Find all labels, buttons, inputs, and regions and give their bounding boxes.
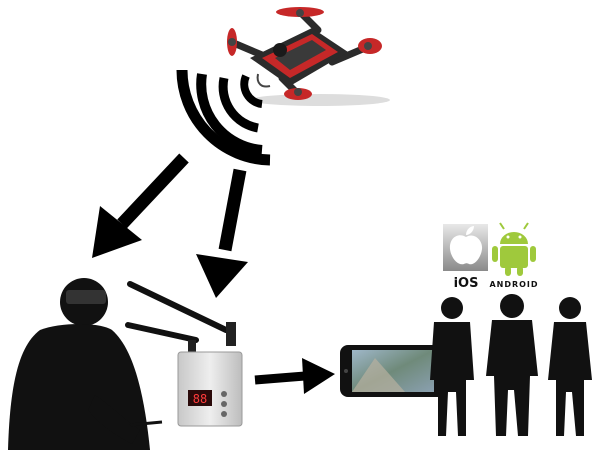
- android-robot-icon: [492, 222, 536, 276]
- ios-platform: iOS: [443, 224, 488, 291]
- wave-2: [218, 77, 259, 133]
- receiver-antenna-right: [125, 322, 199, 343]
- prop-front-right: [276, 7, 324, 17]
- quadcopter-drone: [227, 7, 390, 106]
- receiver-button-2: [221, 401, 227, 407]
- arrow-to-pilot: [92, 153, 189, 258]
- fpv-goggles-icon: [66, 290, 106, 304]
- video-receiver: 88: [125, 281, 243, 427]
- prop-rear-left: [284, 88, 312, 100]
- drone-props: [227, 7, 382, 100]
- drone-camera-icon: [273, 43, 287, 57]
- phone-screen-road: [352, 358, 405, 392]
- prop-front-left: [227, 28, 237, 56]
- wave-4: [176, 69, 271, 166]
- receiver-body: [177, 351, 243, 427]
- drone-shadow: [250, 94, 390, 106]
- drone-frame-center: [275, 40, 326, 70]
- pilot-with-goggles: [8, 278, 163, 450]
- ios-label: iOS: [454, 276, 479, 291]
- receiver-button-1: [221, 391, 227, 397]
- android-platform: ANDROID: [489, 222, 538, 289]
- radio-waves-icon: [176, 69, 271, 166]
- arrow-to-phone: [254, 358, 335, 394]
- phone-camera: [344, 369, 348, 373]
- drone-antenna: [256, 73, 271, 88]
- receiver-button-3: [221, 411, 227, 417]
- wave-1: [240, 74, 263, 108]
- apple-logo-icon: [449, 226, 483, 265]
- spectators: [430, 294, 592, 436]
- spectator-1: [430, 297, 474, 436]
- spectator-2: [486, 294, 538, 436]
- smartphone: [340, 345, 446, 397]
- receiver-display: [188, 390, 212, 406]
- prop-rear-right: [358, 38, 382, 54]
- remote-antenna: [129, 420, 163, 427]
- receiver-antenna-left: [127, 281, 229, 333]
- android-label: ANDROID: [489, 280, 538, 289]
- pilot-arm: [88, 395, 140, 444]
- wave-3: [196, 73, 263, 155]
- spectator-3: [548, 297, 592, 436]
- receiver-display-text: 88: [193, 392, 207, 406]
- arrow-to-receiver: [196, 168, 248, 298]
